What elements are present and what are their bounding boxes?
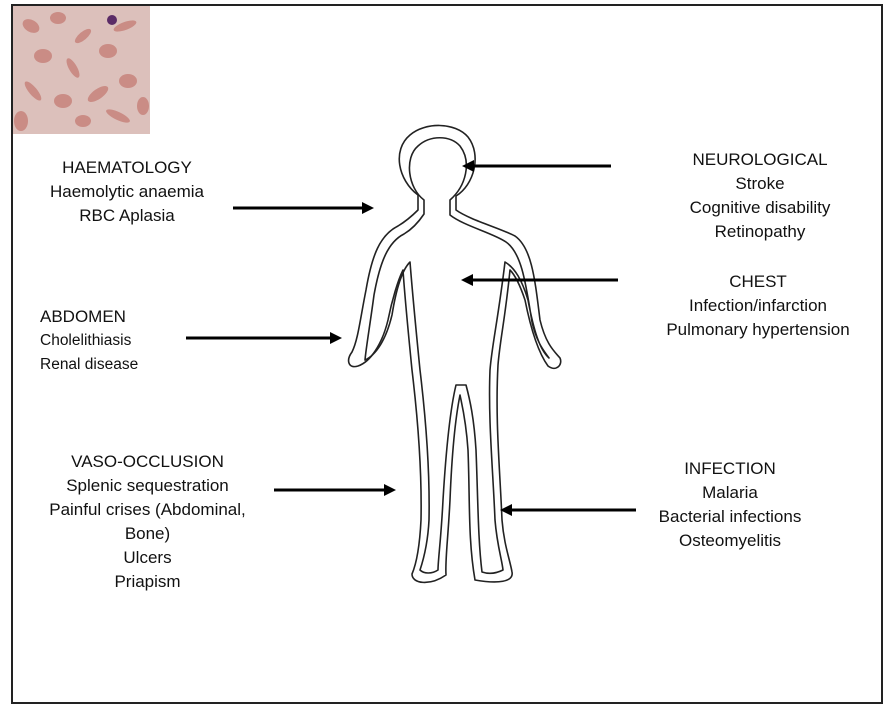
infection-item: Bacterial infections (620, 505, 840, 529)
haematology-item: RBC Aplasia (22, 204, 232, 228)
chest-item: Pulmonary hypertension (628, 318, 888, 342)
vaso-occlusion-item: Splenic sequestration (20, 474, 275, 498)
abdomen-arrowhead (330, 332, 342, 344)
haematology-title: HAEMATOLOGY (22, 156, 232, 180)
vaso-occlusion-arrowhead (384, 484, 396, 496)
vaso-occlusion-item: Painful crises (Abdominal, (20, 498, 275, 522)
haematology-item: Haemolytic anaemia (22, 180, 232, 204)
human-body-outline (349, 125, 561, 582)
neurological-block: NEUROLOGICAL Stroke Cognitive disability… (640, 148, 880, 244)
vaso-occlusion-title: VASO-OCCLUSION (20, 450, 275, 474)
abdomen-title: ABDOMEN (40, 305, 190, 329)
infection-item: Osteomyelitis (620, 529, 840, 553)
haematology-arrowhead (362, 202, 374, 214)
chest-title: CHEST (628, 270, 888, 294)
abdomen-block: ABDOMEN Cholelithiasis Renal disease (40, 305, 190, 377)
abdomen-item: Renal disease (40, 353, 190, 377)
abdomen-item: Cholelithiasis (40, 329, 190, 353)
haematology-block: HAEMATOLOGY Haemolytic anaemia RBC Aplas… (22, 156, 232, 228)
neurological-item: Cognitive disability (640, 196, 880, 220)
infection-title: INFECTION (620, 457, 840, 481)
vaso-occlusion-item: Priapism (20, 570, 275, 594)
vaso-occlusion-item: Bone) (20, 522, 275, 546)
chest-arrowhead (461, 274, 473, 286)
neurological-item: Retinopathy (640, 220, 880, 244)
neurological-title: NEUROLOGICAL (640, 148, 880, 172)
vaso-occlusion-item: Ulcers (20, 546, 275, 570)
infection-block: INFECTION Malaria Bacterial infections O… (620, 457, 840, 553)
chest-item: Infection/infarction (628, 294, 888, 318)
chest-block: CHEST Infection/infarction Pulmonary hyp… (628, 270, 888, 342)
vaso-occlusion-block: VASO-OCCLUSION Splenic sequestration Pai… (20, 450, 275, 594)
infection-item: Malaria (620, 481, 840, 505)
neurological-item: Stroke (640, 172, 880, 196)
neurological-arrowhead (462, 160, 474, 172)
